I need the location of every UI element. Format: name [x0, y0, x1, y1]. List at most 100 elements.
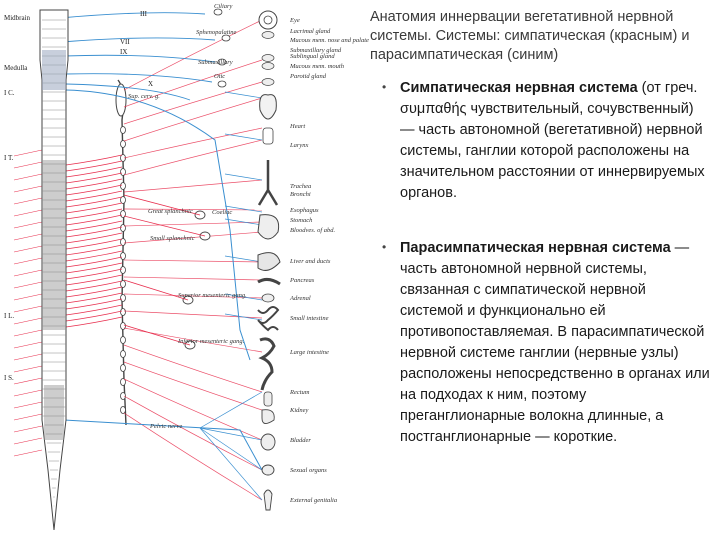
spinal-cord-outline [39, 9, 69, 531]
cranial-nerve-label: III [140, 10, 148, 18]
sympathetic-preganglionic-fiber [65, 280, 123, 292]
sympathetic-somatic-fiber [13, 209, 43, 217]
chain-ganglion [120, 336, 126, 344]
sympathetic-somatic-fiber [13, 185, 43, 193]
eye-organ [258, 10, 278, 30]
sympathetic-somatic-fiber [13, 173, 43, 181]
sympathetic-somatic-fiber [13, 257, 43, 265]
sympathetic-preganglionic-fiber [65, 226, 123, 238]
pelvic-branch [199, 427, 263, 471]
organ-label: Small intestine [290, 315, 329, 322]
sympathetic-preganglionic-fiber [65, 304, 123, 316]
sympathetic-preganglionic-fiber [65, 250, 123, 262]
stomach-organ [257, 214, 280, 240]
sympathetic-postganglionic-fiber [123, 139, 263, 176]
larynx-organ [262, 127, 274, 145]
organs [257, 10, 281, 511]
vagus-branch [224, 255, 263, 263]
nerve-fibers [13, 8, 263, 501]
sympathetic-somatic-fiber [13, 221, 43, 229]
ganglion-label: Ciliary [214, 3, 233, 10]
ganglion-label: Pelvic nerve [149, 423, 182, 430]
ganglion-label: Sup. cerv. g. [128, 93, 160, 100]
sympathetic-somatic-fiber [13, 389, 43, 397]
sympathetic-preganglionic-fiber [65, 220, 123, 232]
sympathetic-somatic-fiber [13, 377, 43, 385]
chain-ganglion [120, 406, 126, 414]
splanchnic-nerve [123, 324, 191, 346]
sympathetic-somatic-fiber [13, 281, 43, 289]
sympathetic-postganglionic-fiber [123, 395, 263, 471]
organ-label: Pancreas [289, 277, 315, 284]
organ-label: Rectum [289, 389, 310, 396]
cord-level-label: I L. [4, 312, 14, 320]
sympathetic-somatic-fiber [13, 233, 43, 241]
ganglion-label: Inferior mesenteric gang. [177, 338, 245, 345]
sublingual-gland-organ [261, 62, 275, 70]
pelvic-nerve [63, 419, 263, 471]
vagus-branch [224, 293, 263, 301]
sympathetic-preganglionic-fiber [65, 238, 123, 250]
sympathetic-postganglionic-fiber [123, 412, 263, 501]
vagus-branch [224, 133, 263, 141]
cranial-nerve-label: IX [120, 48, 127, 56]
parasympathetic-text: — часть автономной нервной системы, связ… [400, 240, 710, 445]
sympathetic-postganglionic-fiber [123, 179, 263, 193]
bullet-marker: • [382, 240, 387, 254]
bullet-marker: • [382, 80, 387, 94]
sympathetic-paragraph: Симпатическая нервная система (от греч. … [400, 78, 712, 204]
kidney-organ [261, 409, 275, 424]
sympathetic-preganglionic-fiber [65, 160, 123, 172]
rectum-organ [263, 391, 273, 407]
organ-label: Bronchi [290, 191, 311, 198]
sympathetic-postganglionic-fiber [123, 276, 263, 281]
organ-label: Kidney [289, 407, 309, 414]
sympathetic-somatic-fiber [13, 425, 43, 433]
organ-label: Trachea [290, 183, 311, 190]
sacral-region [44, 385, 64, 440]
sympathetic-somatic-fiber [13, 449, 43, 457]
ganglion-label: Submaxillary [198, 59, 233, 66]
cord-level-label: I S. [4, 374, 14, 382]
cranial-ganglion [217, 58, 227, 66]
parotid-gland-organ [261, 78, 275, 86]
figure-caption: Анатомия иннервации вегетативной нервной… [370, 9, 690, 63]
sympathetic-postganglionic-fiber [123, 97, 263, 142]
sympathetic-somatic-fiber [13, 413, 43, 421]
chain-ganglion [120, 378, 126, 386]
parasympathetic-paragraph: Парасимпатическая нервная система — част… [400, 238, 712, 448]
organ-label: Larynx [289, 142, 309, 149]
sympathetic-somatic-fiber [13, 341, 43, 349]
cranial-ganglion [213, 8, 223, 16]
chain-ganglion [120, 238, 126, 246]
sympathetic-somatic-fiber [13, 293, 43, 301]
organ-label: External genitalia [289, 497, 337, 504]
large-intestine-organ [258, 337, 276, 391]
organ-label: Heart [289, 123, 305, 130]
ganglion-label: Coeliac [212, 209, 232, 216]
ganglion-label: Superior mesenteric gang. [178, 292, 247, 299]
vagus-branch [224, 218, 263, 226]
sympathetic-somatic-fiber [13, 329, 43, 337]
sympathetic-preganglionic-fiber [65, 274, 123, 286]
organ-label: Sublingual gland [290, 53, 335, 60]
sympathetic-somatic-fiber [13, 305, 43, 313]
chain-ganglion [120, 252, 126, 260]
sympathetic-preganglionic-fiber [65, 172, 123, 184]
organ-label: Lacrimal gland [289, 28, 331, 35]
sympathetic-preganglionic-fiber [65, 202, 123, 214]
sympathetic-somatic-fiber [13, 245, 43, 253]
sympathetic-somatic-fiber [13, 437, 43, 445]
sympathetic-preganglionic-fiber [65, 268, 123, 280]
cranial-outflow-region [42, 50, 66, 90]
chain-ganglion [120, 140, 126, 148]
parasympathetic-cranial-fiber [61, 37, 216, 43]
sympathetic-somatic-fiber [13, 149, 43, 157]
bladder-organ [260, 433, 276, 451]
adrenal-organ [261, 293, 275, 303]
lacrimal-gland-organ [261, 31, 275, 39]
splanchnic-nerve [123, 279, 189, 301]
spinal-cord [39, 9, 69, 531]
pancreas-organ [257, 277, 281, 286]
sympathetic-somatic-fiber [13, 197, 43, 205]
